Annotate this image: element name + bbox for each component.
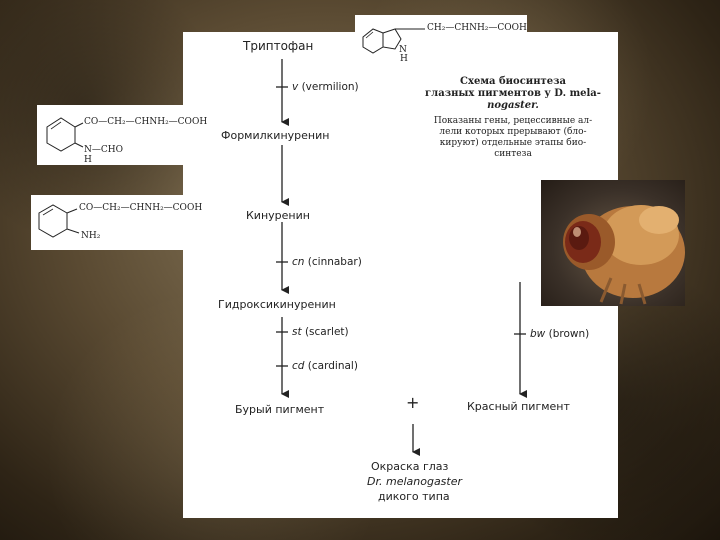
caption-body-2: лели которых прерывают (бло-	[415, 127, 611, 138]
node-eye-color-line3: дикого типа	[378, 490, 450, 503]
benzene-ring-icon	[37, 105, 212, 165]
formula-kyn-chain: CO—CH₂—CHNH₂—COOH	[79, 203, 202, 213]
gene-cn-name: (cinnabar)	[308, 256, 362, 268]
node-formylkynurenine: Формилкинуренин	[221, 129, 329, 142]
gene-bw-symbol: bw	[530, 328, 545, 340]
formula-trp-h: H	[400, 54, 408, 64]
formula-formylkynurenine: CO—CH₂—CHNH₂—COOH N—CHO H	[37, 105, 212, 165]
node-brown-pigment: Бурый пигмент	[235, 403, 324, 416]
gene-bw: bw (brown)	[530, 328, 589, 340]
gene-st-name: (scarlet)	[305, 326, 349, 338]
gene-cn: cn (cinnabar)	[292, 256, 362, 268]
gene-cn-symbol: cn	[292, 256, 304, 268]
gene-cd: cd (cardinal)	[292, 360, 358, 372]
gene-v-name: (vermilion)	[302, 81, 359, 93]
node-red-pigment: Красный пигмент	[467, 400, 570, 413]
drosophila-photo	[541, 180, 685, 306]
node-eye-color-line1: Окраска глаз	[371, 460, 448, 473]
node-kynurenine: Кинуренин	[246, 209, 310, 222]
formula-formyl-nh: N—CHO	[84, 145, 123, 155]
formula-kyn-nh2: NH₂	[81, 231, 100, 241]
gene-cd-symbol: cd	[292, 360, 304, 372]
gene-st-symbol: st	[292, 326, 302, 338]
formula-trp-chain: CH₂—CHNH₂—COOH	[427, 23, 527, 33]
node-hydroxykynurenine: Гидроксикинуренин	[218, 298, 336, 311]
caption-title-3: nogaster.	[415, 100, 611, 112]
caption-title-2: глазных пигментов у D. mela-	[415, 88, 611, 100]
gene-v-symbol: v	[292, 81, 298, 93]
caption-body-4: синтеза	[415, 149, 611, 160]
gene-cd-name: (cardinal)	[308, 360, 358, 372]
formula-formyl-h: H	[84, 155, 92, 165]
gene-st: st (scarlet)	[292, 326, 349, 338]
formula-tryptophan: CH₂—CHNH₂—COOH N H	[355, 15, 527, 65]
plus-sign: +	[406, 396, 419, 409]
figure-caption: Схема биосинтеза глазных пигментов у D. …	[415, 76, 611, 160]
gene-bw-name: (brown)	[549, 328, 590, 340]
node-eye-color-line2: Dr. melanogaster	[367, 475, 462, 488]
caption-body-1: Показаны гены, рецессивные ал-	[415, 116, 611, 127]
caption-title-1: Схема биосинтеза	[415, 76, 611, 88]
caption-body-3: кируют) отдельные этапы био-	[415, 138, 611, 149]
fly-head-icon	[541, 180, 685, 306]
formula-kynurenine: CO—CH₂—CHNH₂—COOH NH₂	[31, 195, 213, 250]
node-tryptophan: Триптофан	[243, 40, 313, 53]
gene-v: v (vermilion)	[292, 81, 359, 93]
formula-formyl-chain: CO—CH₂—CHNH₂—COOH	[84, 117, 207, 127]
